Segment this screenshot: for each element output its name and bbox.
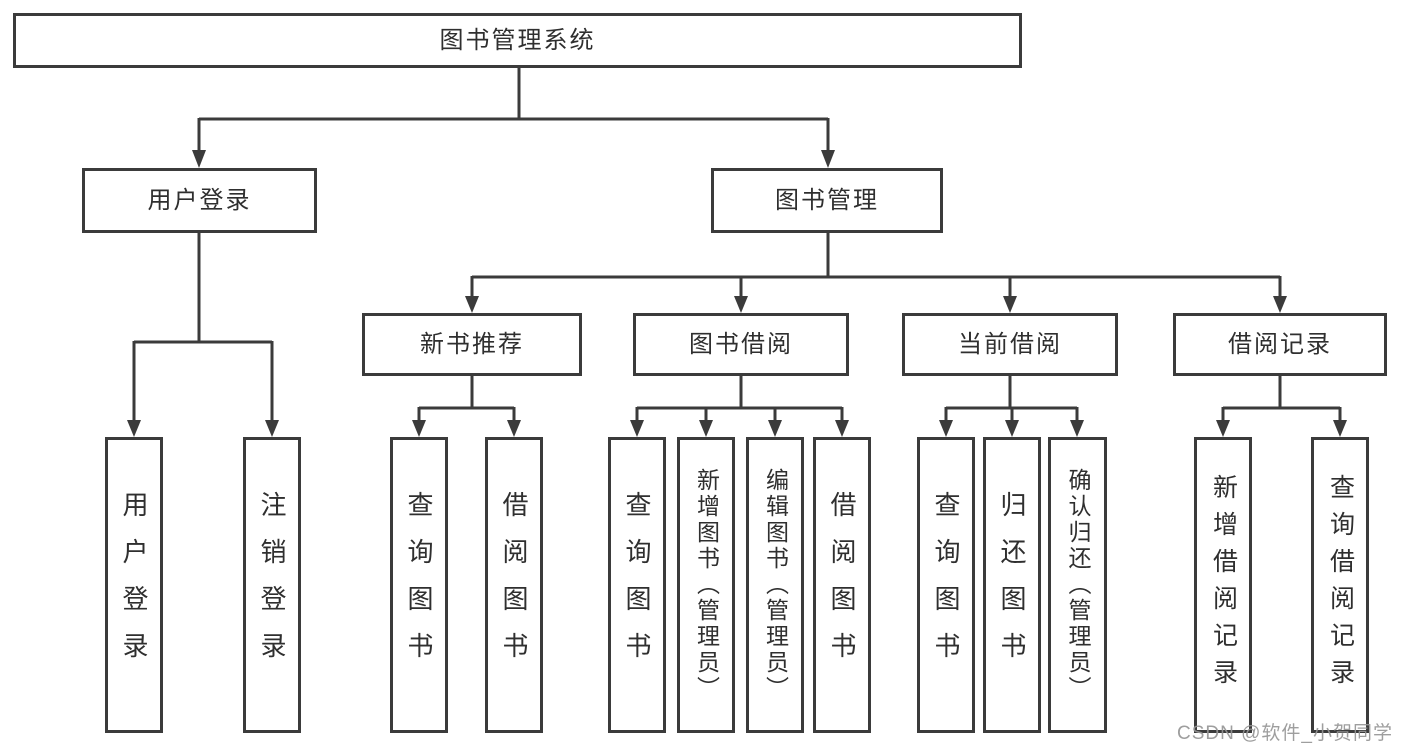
node-book-management: 图书管理 — [711, 168, 943, 233]
leaf-return-book: 归还图书 — [983, 437, 1041, 733]
node-book-borrow-label: 图书借阅 — [689, 330, 793, 358]
node-book-management-label: 图书管理 — [775, 186, 879, 214]
leaf-add-book-admin: 新增图书（管理员） — [677, 437, 735, 733]
leaf-confirm-return-admin-label: 确认归还（管理员） — [1065, 468, 1091, 702]
leaf-confirm-return-admin: 确认归还（管理员） — [1048, 437, 1107, 733]
leaf-query-book-current-label: 查询图书 — [931, 491, 961, 679]
leaf-return-book-label: 归还图书 — [997, 491, 1027, 679]
node-borrow-records: 借阅记录 — [1173, 313, 1387, 376]
leaf-borrow-book-recommend: 借阅图书 — [485, 437, 543, 733]
leaf-borrow-book-label: 借阅图书 — [827, 491, 857, 679]
leaf-borrow-book: 借阅图书 — [813, 437, 871, 733]
node-library-management-system: 图书管理系统 — [13, 13, 1022, 68]
arrow-down-icon — [127, 150, 1347, 437]
watermark: CSDN @软件_小贺同学 — [1177, 723, 1393, 744]
node-current-borrow-label: 当前借阅 — [958, 330, 1062, 358]
leaf-logout: 注销登录 — [243, 437, 301, 733]
node-borrow-records-label: 借阅记录 — [1228, 330, 1332, 358]
leaf-add-book-admin-label: 新增图书（管理员） — [693, 468, 720, 702]
node-new-book-recommend-label: 新书推荐 — [420, 330, 524, 358]
leaf-query-borrow-record: 查询借阅记录 — [1311, 437, 1369, 733]
leaf-query-borrow-record-label: 查询借阅记录 — [1326, 474, 1355, 696]
leaf-user-login-label: 用户登录 — [119, 491, 149, 679]
node-user-login: 用户登录 — [82, 168, 317, 233]
node-new-book-recommend: 新书推荐 — [362, 313, 582, 376]
leaf-query-book-recommend: 查询图书 — [390, 437, 448, 733]
leaf-query-book-borrow: 查询图书 — [608, 437, 666, 733]
leaf-user-login: 用户登录 — [105, 437, 163, 733]
leaf-edit-book-admin-label: 编辑图书（管理员） — [762, 468, 789, 702]
leaf-logout-label: 注销登录 — [257, 491, 287, 679]
leaf-add-borrow-record-label: 新增借阅记录 — [1209, 474, 1238, 696]
leaf-query-book-current: 查询图书 — [917, 437, 975, 733]
node-current-borrow: 当前借阅 — [902, 313, 1118, 376]
leaf-query-book-borrow-label: 查询图书 — [622, 491, 652, 679]
leaf-edit-book-admin: 编辑图书（管理员） — [746, 437, 804, 733]
node-library-management-system-label: 图书管理系统 — [439, 26, 596, 54]
node-user-login-label: 用户登录 — [147, 186, 252, 214]
leaf-query-book-recommend-label: 查询图书 — [404, 491, 434, 679]
leaf-borrow-book-recommend-label: 借阅图书 — [499, 491, 529, 679]
node-book-borrow: 图书借阅 — [633, 313, 849, 376]
leaf-add-borrow-record: 新增借阅记录 — [1194, 437, 1252, 733]
